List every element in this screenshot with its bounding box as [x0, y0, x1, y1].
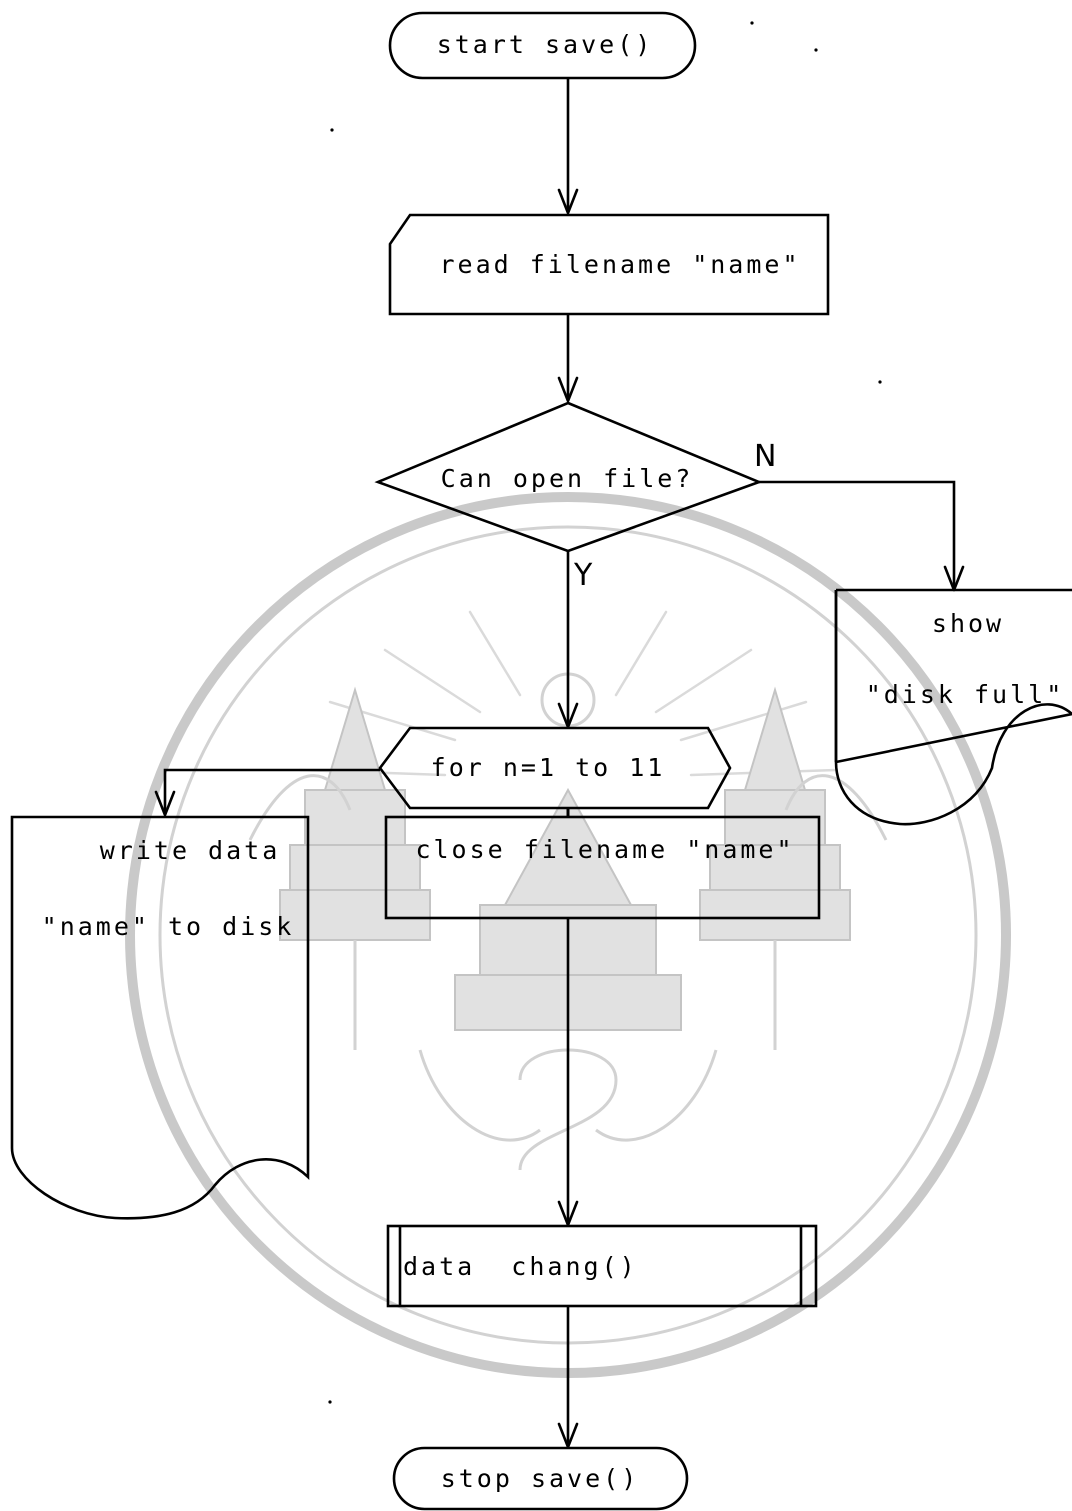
open-file-decision: Can open file? N Y [374, 401, 776, 593]
subroutine-label: data chang() [403, 1252, 638, 1281]
close-filename-label: close filename "name" [415, 835, 794, 864]
close-filename-process: close filename "name" [384, 815, 821, 920]
start-terminator: start save() [388, 11, 697, 80]
branch-no-label: N [754, 439, 776, 474]
show-line1-label: show [932, 609, 1004, 638]
decision-label: Can open file? [441, 464, 694, 493]
write-data-document: write data "name" to disk [10, 815, 310, 1220]
seal-right-tower [699, 686, 851, 1050]
for-loop-preparation: for n=1 to 11 [378, 726, 732, 810]
write-line2-label: "name" to disk [42, 912, 295, 941]
write-line1-label: write data [100, 836, 281, 865]
start-label: start save() [437, 30, 654, 59]
seal-central-crown [454, 672, 682, 1031]
scan-specks [328, 21, 882, 1404]
read-filename-label: read filename "name" [439, 250, 800, 279]
data-chang-subroutine: data chang() [386, 1224, 818, 1308]
loop-label: for n=1 to 11 [431, 753, 666, 782]
show-disk-full-output: show "disk full" [834, 588, 1072, 826]
show-line2-label: "disk full" [866, 680, 1065, 709]
stop-label: stop save() [441, 1464, 640, 1493]
branch-yes-label: Y [573, 558, 593, 593]
seal-left-tower [279, 686, 431, 1050]
read-filename-input: read filename "name" [388, 213, 830, 316]
seal-flourishes [248, 774, 888, 1171]
stop-terminator: stop save() [392, 1446, 689, 1511]
